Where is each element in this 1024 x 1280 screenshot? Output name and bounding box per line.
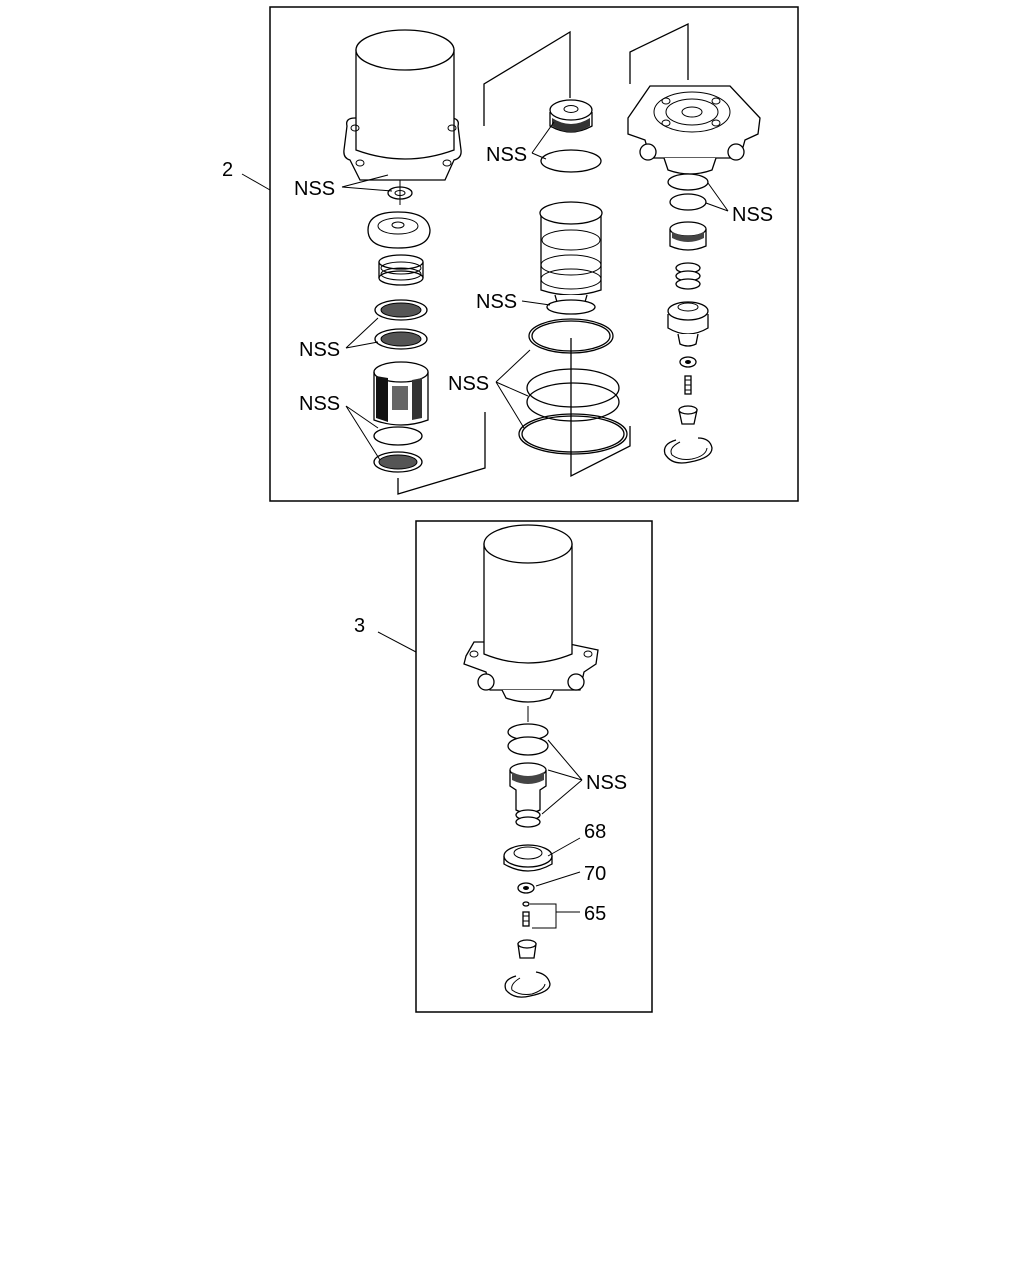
valve-small-parts [678,356,698,425]
nss-lower-screens-label: NSS [299,393,340,415]
purge-valve-housing [539,201,603,306]
nss-valve-oring-label: NSS [732,204,773,226]
valve-body [627,85,761,175]
ref-3-label: 3 [354,615,365,637]
assembly-3-panel: 3 NSS 68 70 65 [354,520,653,1013]
callout-70-label: 70 [584,863,606,885]
housing-bracket [570,338,631,478]
nss-seal-ring-leader [521,300,551,306]
assembly-2-border [269,6,799,502]
filter-screens-lower [373,426,423,473]
large-seal-rings [518,318,628,455]
nss-cap-label: NSS [486,144,527,166]
filter-screens-upper [374,299,428,350]
callout-65-leader [530,903,580,929]
assembly-2-panel: 2 NSS NSS NSS NSS NSS NSS NSS [222,6,799,502]
cartridge-housing [343,29,462,181]
valve-orings [667,173,709,211]
nss-screens-leader [345,317,379,349]
housing-seal-ring [546,299,596,315]
valve-cup [667,301,709,347]
cartridge-bracket [397,412,486,495]
valve-piston [669,221,707,251]
nss-cap-leader [531,121,555,160]
callout-68-leader [547,837,581,857]
dryer-valve-sleeve [517,939,537,959]
nss-filter-top-leader [341,174,393,192]
ref-3-leader [377,631,417,653]
cap-bracket [483,30,571,126]
valve-spring [675,262,701,290]
nss-large-rings-leader [495,349,531,429]
callout-68-label: 68 [584,821,606,843]
filter-cap [549,99,593,133]
nss-valve-parts-label: NSS [586,772,627,794]
dryer-snap-ring [504,971,551,998]
callout-65-label: 65 [584,903,606,925]
valve-body-bracket [629,22,689,84]
nss-valve-parts-leader [541,739,583,815]
ref-2-label: 2 [222,159,233,181]
dryer-housing [463,524,599,703]
ref-2-leader [241,173,271,191]
callout-70-leader [535,871,581,887]
part-68-seat [503,844,553,872]
cartridge-spring [378,254,424,286]
nss-large-rings-label: NSS [448,373,489,395]
cartridge-small-seal [387,180,413,205]
nss-seal-ring-label: NSS [476,291,517,313]
nss-screens-label: NSS [299,339,340,361]
nss-valve-oring-leader [705,182,729,212]
assembly-3-border [415,520,653,1013]
nss-filter-top-label: NSS [294,178,335,200]
valve-snap-ring [663,437,713,464]
part-70-washer [517,882,535,894]
dryer-valve-piston [509,762,547,814]
cartridge-top-plate [367,211,431,249]
part-65-hardware [522,901,530,927]
desiccant-bag [373,361,429,426]
cap-oring [540,149,602,173]
dryer-valve-orings [507,723,549,756]
dryer-valve-spring [515,809,541,828]
nss-lower-screens-leader [345,405,381,461]
